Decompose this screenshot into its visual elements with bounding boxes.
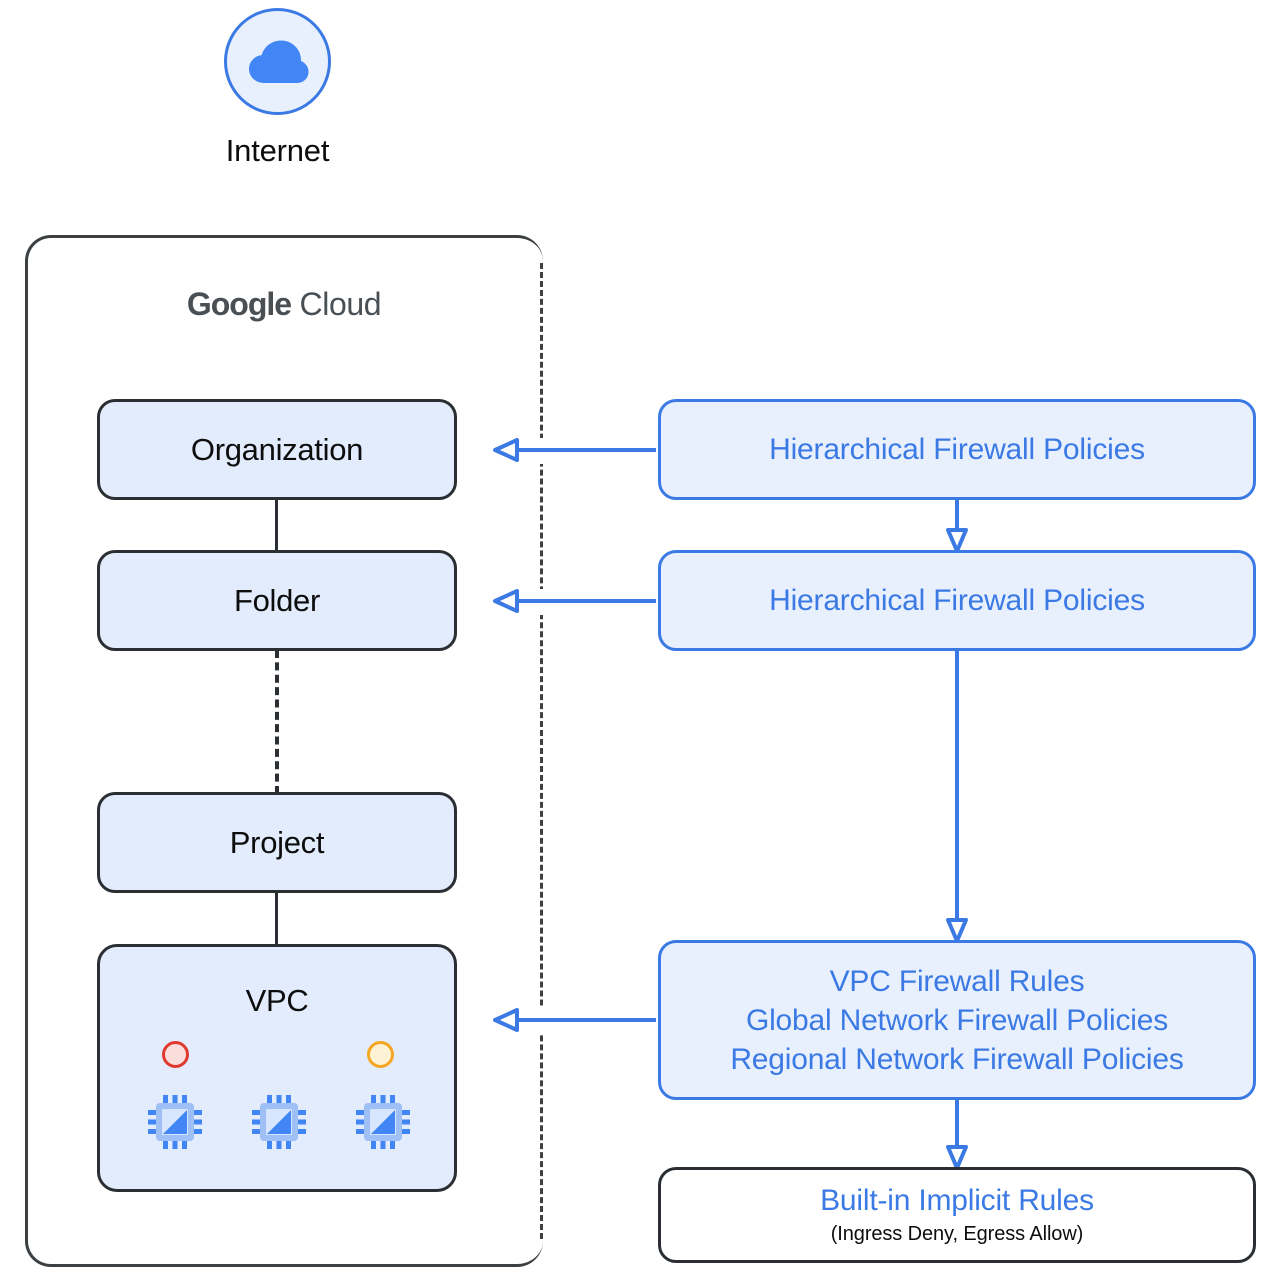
chip-icon-3 [356,1095,410,1149]
cloud-icon [248,40,308,83]
node-project[interactable]: Project [97,792,457,893]
chip-icon-1 [148,1095,202,1149]
policy-built-in-implicit-rules[interactable]: Built-in Implicit Rules (Ingress Deny, E… [658,1167,1256,1263]
policy-hierarchical-firewall-policies-org[interactable]: Hierarchical Firewall Policies [658,399,1256,500]
internet-circle [224,8,331,115]
border-gap-3 [534,1008,550,1034]
node-vpc[interactable]: VPC [97,944,457,1192]
yellow-status-dot [367,1041,394,1068]
policy-vpc-firewall-rules[interactable]: VPC Firewall Rules Global Network Firewa… [658,940,1256,1100]
arrowhead-hfp-org-to-folder [946,528,968,553]
internet-node: Internet [220,8,335,169]
node-folder-label: Folder [233,582,321,618]
policy-vpc-rules-line-1: VPC Firewall Rules [829,964,1085,998]
border-gap-2 [534,589,550,615]
chip-icon-2 [252,1095,306,1149]
node-vpc-label: VPC [245,983,309,1018]
arrowhead-vpc-rules-to-implicit [946,1145,968,1170]
google-wordmark-bold: Google [186,286,292,322]
connector-folder-project-dashed [275,650,279,794]
policy-hfp-org-line-1: Hierarchical Firewall Policies [769,433,1145,466]
internet-label: Internet [225,133,330,168]
border-gap-1 [534,438,550,464]
arrowhead-hfp-folder-to-vpc-rules [946,918,968,943]
node-project-label: Project [229,824,325,860]
connector-project-vpc [275,892,278,946]
policy-vpc-rules-line-2: Global Network Firewall Policies [745,1003,1169,1037]
node-organization[interactable]: Organization [97,399,457,500]
policy-vpc-rules-line-3: Regional Network Firewall Policies [730,1042,1184,1076]
policy-hierarchical-firewall-policies-folder[interactable]: Hierarchical Firewall Policies [658,550,1256,651]
red-status-dot [162,1041,189,1068]
google-cloud-container [25,235,543,1267]
google-cloud-wordmark: Google Cloud [25,286,543,323]
google-cloud-container-dashed-edge [540,263,543,1239]
implicit-rules-subtitle: (Ingress Deny, Egress Allow) [830,1223,1084,1245]
node-organization-label: Organization [190,431,364,467]
policy-hfp-folder-line-1: Hierarchical Firewall Policies [769,584,1145,617]
connector-organization-folder [275,499,278,552]
node-folder[interactable]: Folder [97,550,457,651]
implicit-rules-title: Built-in Implicit Rules [820,1184,1094,1217]
cloud-wordmark-light: Cloud [299,286,382,322]
